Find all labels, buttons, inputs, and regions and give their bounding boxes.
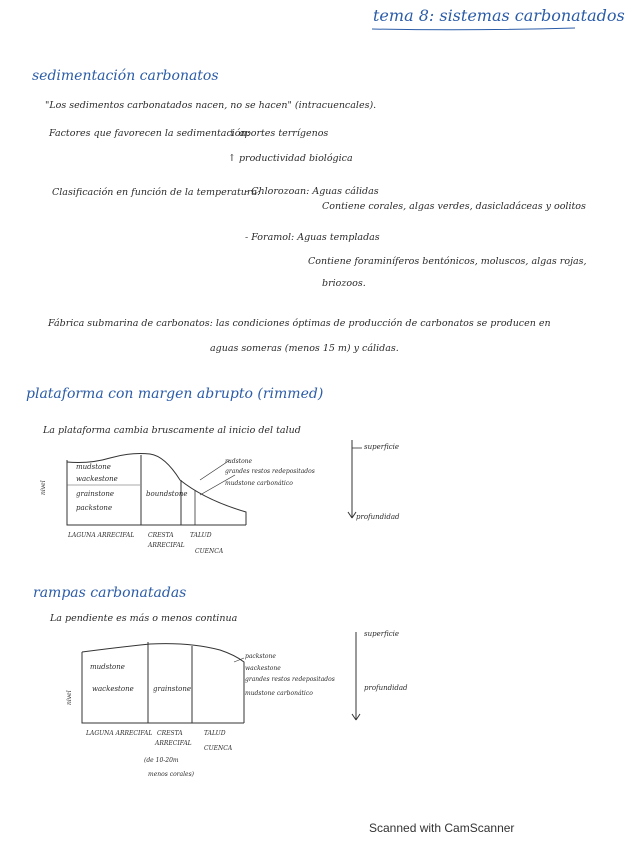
factor-item: ↑ productividad biológica (228, 153, 353, 164)
zone-label: TALUD (190, 532, 212, 539)
right-label: mudstone carbonático (225, 480, 293, 487)
ramp-note: menos corales) (148, 771, 195, 778)
section-heading-rampas: rampas carbonatadas (33, 585, 187, 601)
zone-label: ARRECIFAL (155, 740, 192, 747)
factors-label: Factores que favorecen la sedimentación: (49, 128, 250, 139)
foramol-content: Contiene foraminíferos bentónicos, molus… (308, 256, 587, 267)
rimmed-platform-diagram (66, 440, 362, 526)
factory-line: aguas someras (menos 15 m) y cálidas. (210, 343, 399, 354)
facies-label: mudstone (76, 463, 111, 471)
right-label: packstone (245, 653, 276, 660)
topic-underline (371, 27, 576, 31)
right-label: wackestone (245, 665, 281, 672)
facies-label: grainstone (76, 490, 115, 498)
profile-line (66, 453, 247, 525)
foramol-content: briozoos. (322, 278, 366, 289)
section-heading-rimmed: plataforma con margen abrupto (rimmed) (26, 386, 324, 402)
scanner-watermark: Scanned with CamScanner (369, 821, 515, 835)
foramol-label: - Foramol: Aguas templadas (245, 232, 380, 243)
right-label: grandes restos redepositados (225, 468, 315, 475)
boundstone-label: boundstone (146, 490, 188, 498)
topic-title: tema 8: sistemas carbonatados (373, 6, 625, 25)
facies-label: mudstone (90, 663, 125, 671)
scale-top-label: superficie (364, 443, 400, 451)
quote-line: "Los sedimentos carbonatados nacen, no s… (45, 100, 377, 111)
chlorozoan-content: Contiene corales, algas verdes, dasiclad… (322, 201, 586, 212)
axis-label: nivel (66, 690, 73, 705)
section-subtitle: La plataforma cambia bruscamente al inic… (43, 425, 301, 436)
factor-item: ↓ aportes terrígenos (228, 128, 329, 139)
zone-label: LAGUNA ARRECIFAL (86, 730, 153, 737)
zone-label: CUENCA (195, 548, 224, 555)
diagram-frame (81, 652, 244, 724)
carbonate-ramp-diagram (81, 632, 361, 724)
facies-label: packstone (76, 504, 113, 512)
zone-label: TALUD (204, 730, 226, 737)
scale-top-label: superficie (364, 630, 400, 638)
axis-label: nivel (40, 480, 47, 495)
facies-label: wackestone (76, 475, 118, 483)
right-label: grandes restos redepositados (245, 676, 335, 683)
classification-label: Clasificación en función de la temperatu… (52, 187, 261, 198)
section-heading-sedimentacion: sedimentación carbonatos (32, 68, 219, 84)
zone-label: ARRECIFAL (148, 542, 185, 549)
facies-label: wackestone (92, 685, 134, 693)
section-subtitle: La pendiente es más o menos continua (50, 613, 238, 624)
grainstone-label: grainstone (153, 685, 192, 693)
zone-label: CUENCA (204, 745, 233, 752)
ramp-note: (de 10-20m (144, 757, 179, 764)
factory-line: Fábrica submarina de carbonatos: las con… (48, 318, 551, 329)
zone-label: CRESTA (148, 532, 174, 539)
note-page: tema 8: sistemas carbonatados sedimentac… (26, 6, 625, 835)
profile-line (81, 643, 245, 723)
zone-label: LAGUNA ARRECIFAL (68, 532, 135, 539)
scale-bottom-label: profundidad (364, 684, 408, 692)
chlorozoan-label: - Chlorozoan: Aguas cálidas (245, 186, 379, 197)
zone-label: CRESTA (157, 730, 183, 737)
right-label: mudstone carbonático (245, 690, 313, 697)
scale-bottom-label: profundidad (356, 513, 400, 521)
diagram-frame (66, 460, 246, 526)
right-label: rudstone (225, 458, 253, 465)
